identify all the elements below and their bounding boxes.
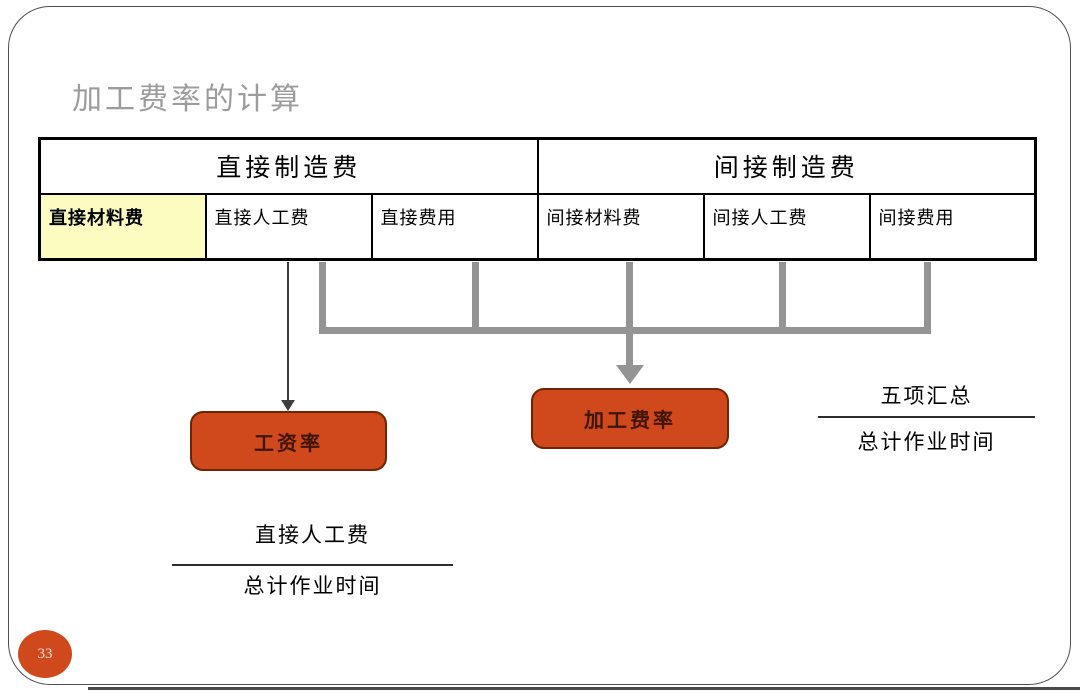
- formula-numerator: 五项汇总: [880, 384, 973, 408]
- header-direct-manufacturing-cost: 直接制造费: [38, 137, 539, 195]
- bracket-tick-4: [779, 262, 786, 330]
- bracket-tick-2: [472, 262, 479, 330]
- thick-arrow-head-icon: [616, 365, 644, 384]
- formula-denominator: 总计作业时间: [857, 430, 996, 454]
- table-cell-row: 直接材料费 直接人工费 直接费用 间接材料费 间接人工费 间接费用: [38, 192, 1037, 261]
- fraction-bar: [818, 416, 1035, 418]
- bracket-horizontal-bar: [319, 327, 931, 334]
- table-header-row: 直接制造费 间接制造费: [38, 137, 1037, 195]
- thick-arrow-stem: [626, 262, 633, 365]
- cost-table: 直接制造费 间接制造费 直接材料费 直接人工费 直接费用 间接材料费 间接人工费…: [38, 137, 1037, 261]
- page-number-badge: 33: [18, 630, 72, 678]
- cell-direct-expense: 直接费用: [370, 192, 539, 261]
- wage-rate-formula: 直接人工费 总计作业时间: [172, 522, 453, 599]
- cell-direct-material-cost: 直接材料费: [38, 192, 207, 261]
- bottom-divider-line: [88, 687, 1080, 690]
- cell-indirect-expense: 间接费用: [868, 192, 1037, 261]
- fraction-bar: [172, 564, 453, 566]
- bracket-tick-1: [319, 262, 326, 330]
- cell-indirect-material-cost: 间接材料费: [536, 192, 705, 261]
- formula-denominator: 总计作业时间: [243, 574, 382, 598]
- thin-arrow-head-icon: [281, 400, 295, 411]
- thin-arrow-line: [287, 262, 289, 401]
- header-indirect-manufacturing-cost: 间接制造费: [536, 137, 1037, 195]
- bracket-tick-5: [924, 262, 931, 330]
- processing-rate-formula: 五项汇总 总计作业时间: [818, 383, 1035, 455]
- cell-direct-labor-cost: 直接人工费: [204, 192, 373, 261]
- formula-numerator: 直接人工费: [255, 523, 370, 547]
- wage-rate-box: 工资率: [190, 411, 387, 471]
- slide-border-frame: [8, 6, 1071, 685]
- processing-rate-box: 加工费率: [531, 388, 729, 449]
- cell-indirect-labor-cost: 间接人工费: [702, 192, 871, 261]
- slide-title: 加工费率的计算: [72, 83, 303, 116]
